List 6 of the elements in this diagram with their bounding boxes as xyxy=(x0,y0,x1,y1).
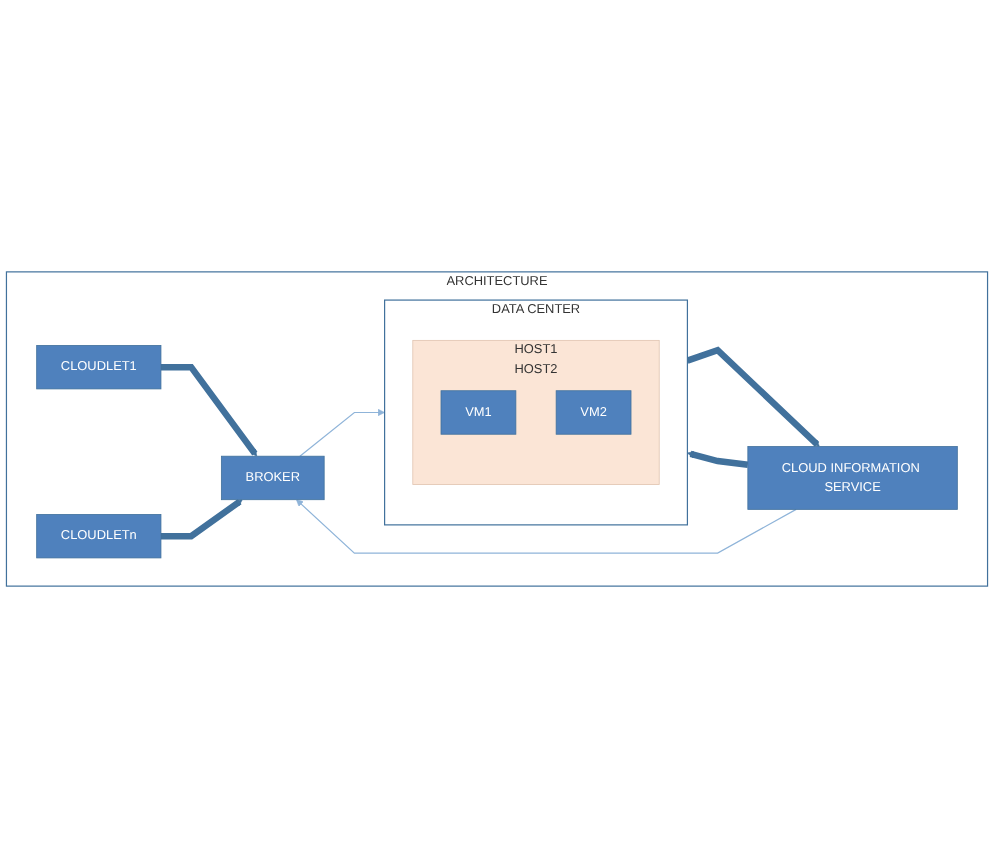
arrow xyxy=(299,408,385,457)
arrow xyxy=(160,363,258,457)
arrow xyxy=(160,498,243,540)
arrow xyxy=(296,499,797,554)
arrow xyxy=(686,346,820,447)
arrow xyxy=(687,450,749,468)
